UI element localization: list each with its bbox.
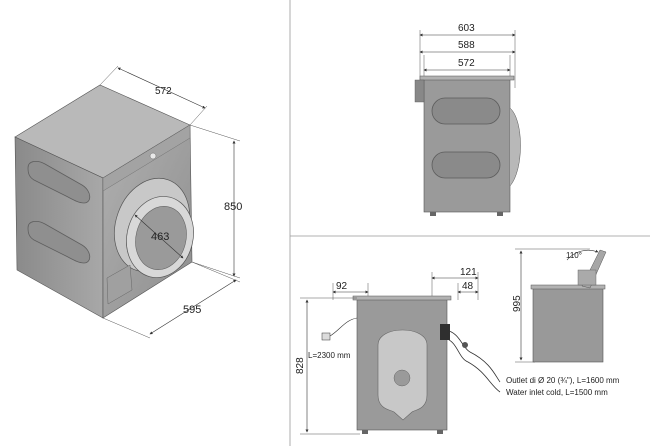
inlet-note: Water inlet cold, L=1500 mm (506, 388, 608, 397)
cable-length-label: L=2300 mm (308, 351, 351, 360)
back-foot-left (362, 430, 368, 434)
outlet-hose (444, 329, 501, 383)
hose-connector (462, 342, 468, 348)
door-diameter-label: 463 (151, 231, 169, 243)
filter-flap (106, 264, 133, 305)
program-knob (149, 152, 157, 160)
outlet-note: Outlet di Ø 20 (¾"), L=1600 mm (506, 376, 620, 385)
back-top (352, 295, 452, 301)
lid-view: 995 110° (512, 248, 607, 363)
depth-label: 595 (183, 304, 201, 316)
side-top (419, 75, 515, 81)
control-panel (102, 124, 191, 192)
lid-top (530, 284, 606, 290)
side-emboss-top (431, 97, 501, 125)
inlet-hose (444, 337, 501, 393)
width-label: 572 (155, 86, 172, 97)
back-view: 92 121 48 L=2300 mm 828 Outlet di Ø 20 (… (295, 267, 620, 435)
side-emboss-bottom (431, 151, 501, 179)
lid-body (532, 287, 604, 363)
door-profile (509, 107, 521, 187)
offset-right-label: 48 (462, 281, 474, 292)
side-emboss-bottom (27, 220, 91, 264)
height-828-label: 828 (295, 357, 306, 374)
lid-height-label: 995 (512, 295, 523, 312)
lid-detergent-drawer (577, 269, 597, 286)
back-drain-cap (393, 369, 411, 387)
iso-view: 572 850 595 463 (14, 65, 242, 339)
back-foot-right (437, 430, 443, 434)
depth-body-label: 572 (458, 58, 475, 69)
lid-angle-arc (566, 249, 599, 261)
power-cable (329, 317, 358, 337)
hose-fitting (440, 324, 450, 340)
foot-right (497, 212, 503, 216)
depth-overall-label: 603 (458, 23, 475, 34)
height-label: 850 (224, 201, 242, 213)
offset-right-top-label: 121 (460, 267, 477, 278)
foot-left (430, 212, 436, 216)
side-view: 603 588 572 (414, 23, 521, 216)
power-plug (321, 332, 331, 341)
lid-angle-label: 110° (566, 251, 582, 260)
offset-left-label: 92 (336, 281, 348, 292)
back-panel (414, 79, 425, 103)
side-emboss-top (27, 160, 91, 204)
depth-mid-label: 588 (458, 40, 475, 51)
